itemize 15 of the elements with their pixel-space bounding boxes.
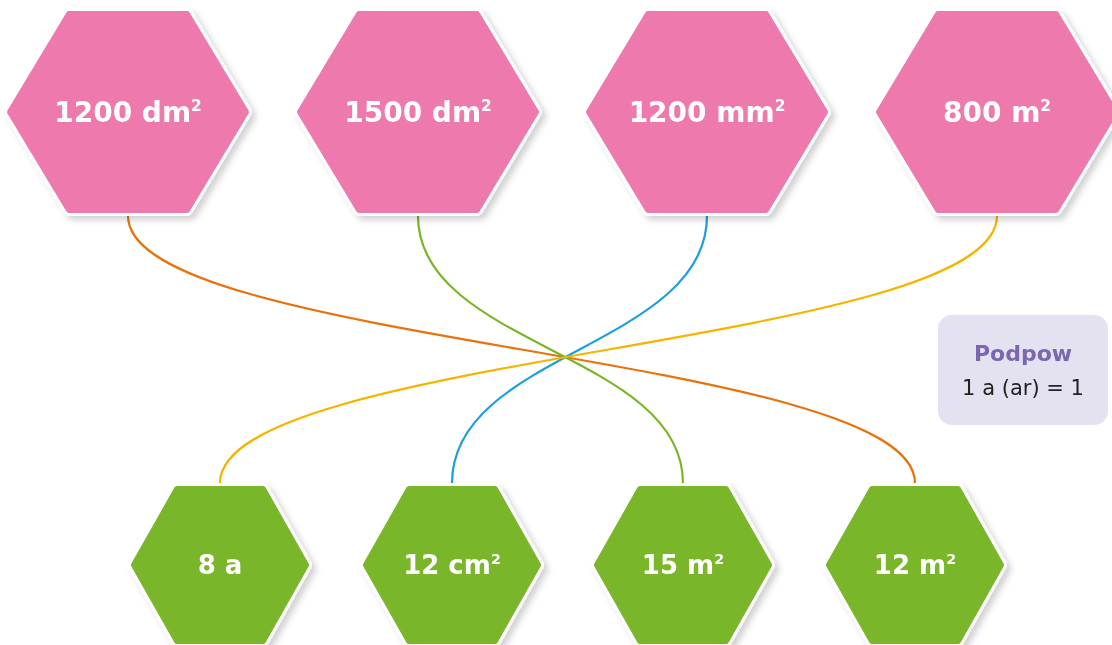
area-value: 1500 dm$^{2}$: [344, 95, 492, 129]
hint-panel: [938, 315, 1108, 425]
area-value: 8 a: [197, 550, 243, 580]
area-value: 12 m$^{2}$: [873, 550, 957, 580]
matching-line: [127, 215, 916, 484]
hint-text: 1 a (ar) = 1: [962, 375, 1084, 400]
area-value: 1200 mm$^{2}$: [628, 95, 786, 129]
area-value: 15 m$^{2}$: [641, 550, 725, 580]
area-value: 800 m$^{2}$: [942, 95, 1052, 129]
matching-line: [219, 215, 998, 484]
area-value: 12 cm$^{2}$: [403, 550, 501, 580]
matching-line: [450, 215, 709, 484]
matching-line: [416, 215, 685, 484]
hint-title: Podpow: [973, 340, 1073, 366]
area-value: 1200 dm$^{2}$: [54, 95, 202, 129]
